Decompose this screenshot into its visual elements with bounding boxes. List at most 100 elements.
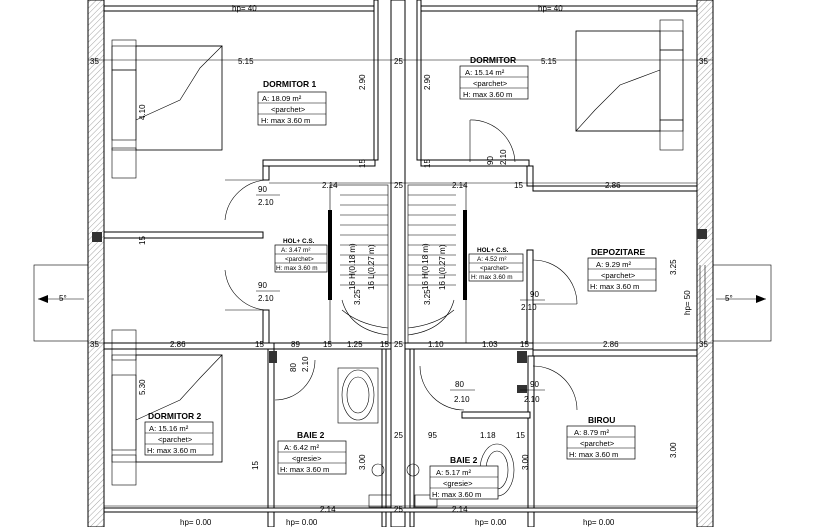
door-height: 2.10 [301, 356, 310, 372]
door-width: 90 [258, 185, 267, 194]
dim-325-r: 3.25 [423, 289, 432, 305]
bottom-labels: hp= 0.00 hp= 0.00 hp= 0.00 hp= 0.00 [180, 518, 615, 527]
room-name: BAIE 2 [297, 430, 325, 440]
room-height: H: max 3.60 m [463, 90, 512, 99]
dim-label: 35 [699, 57, 708, 66]
terrace-right: 5° [699, 264, 772, 342]
dim-label: 15 [514, 181, 523, 190]
dimension-row-hol: 2.14 25 2.14 15 2.86 [269, 181, 697, 190]
door-height: 2.10 [454, 395, 470, 404]
room-name: BAIE 2 [450, 455, 478, 465]
dim-15a: 15 [358, 159, 367, 168]
dim-label: 2.86 [603, 340, 619, 349]
room-floor: <gresie> [292, 454, 322, 463]
room-area: A: 8.79 m² [574, 428, 609, 437]
walls [87, 0, 714, 527]
door-height: 2.10 [524, 395, 540, 404]
wall-mid-right [532, 349, 698, 357]
room-name: HOL+ C.S. [283, 238, 315, 245]
stair-right-l: 16 L(0.27 m) [438, 244, 447, 290]
room-floor: <parchet> [158, 435, 193, 444]
dim-530: 5.30 [138, 379, 147, 395]
room-area: A: 5.17 m² [436, 468, 471, 477]
dim-label: 35 [699, 340, 708, 349]
top-labels: hp= 40 hp= 40 [232, 4, 563, 13]
stairs-right: 16 H(0.18 m) 16 L(0.27 m) [407, 184, 467, 344]
room-area: A: 4.52 m² [477, 256, 506, 263]
dim-15-bl: 15 [251, 461, 260, 470]
room-height: H: max 3.60 m [471, 274, 513, 281]
dim-label: 15 [323, 340, 332, 349]
wall-bottom [103, 507, 698, 513]
room-hol-left: HOL+ C.S. A: 3.47 m² <parchet> H: max 3.… [274, 238, 328, 273]
room-name: BIROU [588, 415, 615, 425]
room-floor: <parchet> [580, 439, 615, 448]
inner-wall-r1 [416, 0, 422, 161]
doors [224, 119, 578, 411]
slope-left-label: 5° [59, 294, 67, 303]
wall-top-hol-left [262, 159, 376, 167]
wall-baie2-top [461, 411, 531, 419]
sink-and-toilet-left [337, 367, 392, 508]
hp-top-right: hp= 40 [538, 4, 563, 13]
room-area: A: 6.42 m² [284, 443, 319, 452]
dim-25b: 25 [394, 431, 403, 440]
room-birou: BIROU A: 8.79 m² <parchet> H: max 3.60 m [566, 415, 636, 460]
wall-top-left [103, 5, 375, 12]
slope-right-label: 5° [725, 294, 733, 303]
dimension-row-bottom: 2.14 25 2.14 [104, 505, 697, 514]
room-area: A: 15.14 m² [465, 68, 505, 77]
room-floor: <parchet> [480, 265, 509, 272]
door-width: 90 [530, 290, 539, 299]
stairs-left: 16 H(0.18 m) 16 L(0.27 m) [328, 184, 389, 344]
dim-label: 15 [255, 340, 264, 349]
dim-label: 5.15 [238, 57, 254, 66]
room-height: H: max 3.60 m [432, 490, 481, 499]
room-area: A: 3.47 m² [281, 247, 310, 254]
room-floor: <gresie> [443, 479, 473, 488]
dim-label: 25 [394, 57, 403, 66]
stair-right-h: 16 H(0.18 m) [421, 243, 430, 290]
room-baie2-left: BAIE 2 A: 6.42 m² <gresie> H: max 3.60 m [277, 430, 347, 475]
dim-label: 89 [291, 340, 300, 349]
dim-label: 15 [520, 340, 529, 349]
dim-325-far: 3.25 [669, 259, 678, 275]
dim-label: 2.86 [170, 340, 186, 349]
room-floor: <parchet> [285, 256, 314, 263]
dim-label: 1.10 [428, 340, 444, 349]
room-floor: <parchet> [271, 105, 306, 114]
wall-baie-left [267, 348, 275, 527]
room-name: DORMITOR [470, 55, 516, 65]
dim-label: 1.25 [347, 340, 363, 349]
stair-left-l: 16 L(0.27 m) [367, 244, 376, 290]
room-dormitor: DORMITOR A: 15.14 m² <parchet> H: max 3.… [459, 55, 529, 100]
room-name: HOL+ C.S. [477, 247, 509, 254]
dim-label: 15 [380, 340, 389, 349]
door-width: 90 [258, 281, 267, 290]
dim-label: 5.15 [541, 57, 557, 66]
central-wall [390, 0, 406, 527]
room-hol-right: HOL+ C.S. A: 4.52 m² <parchet> H: max 3.… [468, 247, 524, 282]
dimension-row-top: 35 5.15 25 5.15 35 [88, 57, 713, 66]
room-height: H: max 3.60 m [280, 465, 329, 474]
dim-15-left: 15 [138, 236, 147, 245]
dim-410: 4.10 [138, 104, 147, 120]
room-name: DORMITOR 1 [263, 79, 316, 89]
room-area: A: 9.29 m² [596, 260, 631, 269]
dim-label: 1.03 [482, 340, 498, 349]
bed-left-bottom [111, 329, 223, 486]
room-area: A: 18.09 m² [262, 94, 302, 103]
door-height: 2.10 [499, 149, 508, 165]
hp-bottom: hp= 0.00 [180, 518, 212, 527]
hp-top-left: hp= 40 [232, 4, 257, 13]
wall-left-mid [103, 231, 264, 239]
room-floor: <parchet> [601, 271, 636, 280]
hp-bottom: hp= 0.00 [475, 518, 507, 527]
dim-label: 2.14 [322, 181, 338, 190]
dim-290-r: 2.90 [423, 74, 432, 90]
dim-label: 2.14 [452, 505, 468, 514]
wall-top-hol-right [420, 159, 530, 167]
bed-left-top [111, 39, 223, 179]
dim-hp50: hp= 50 [683, 290, 692, 315]
